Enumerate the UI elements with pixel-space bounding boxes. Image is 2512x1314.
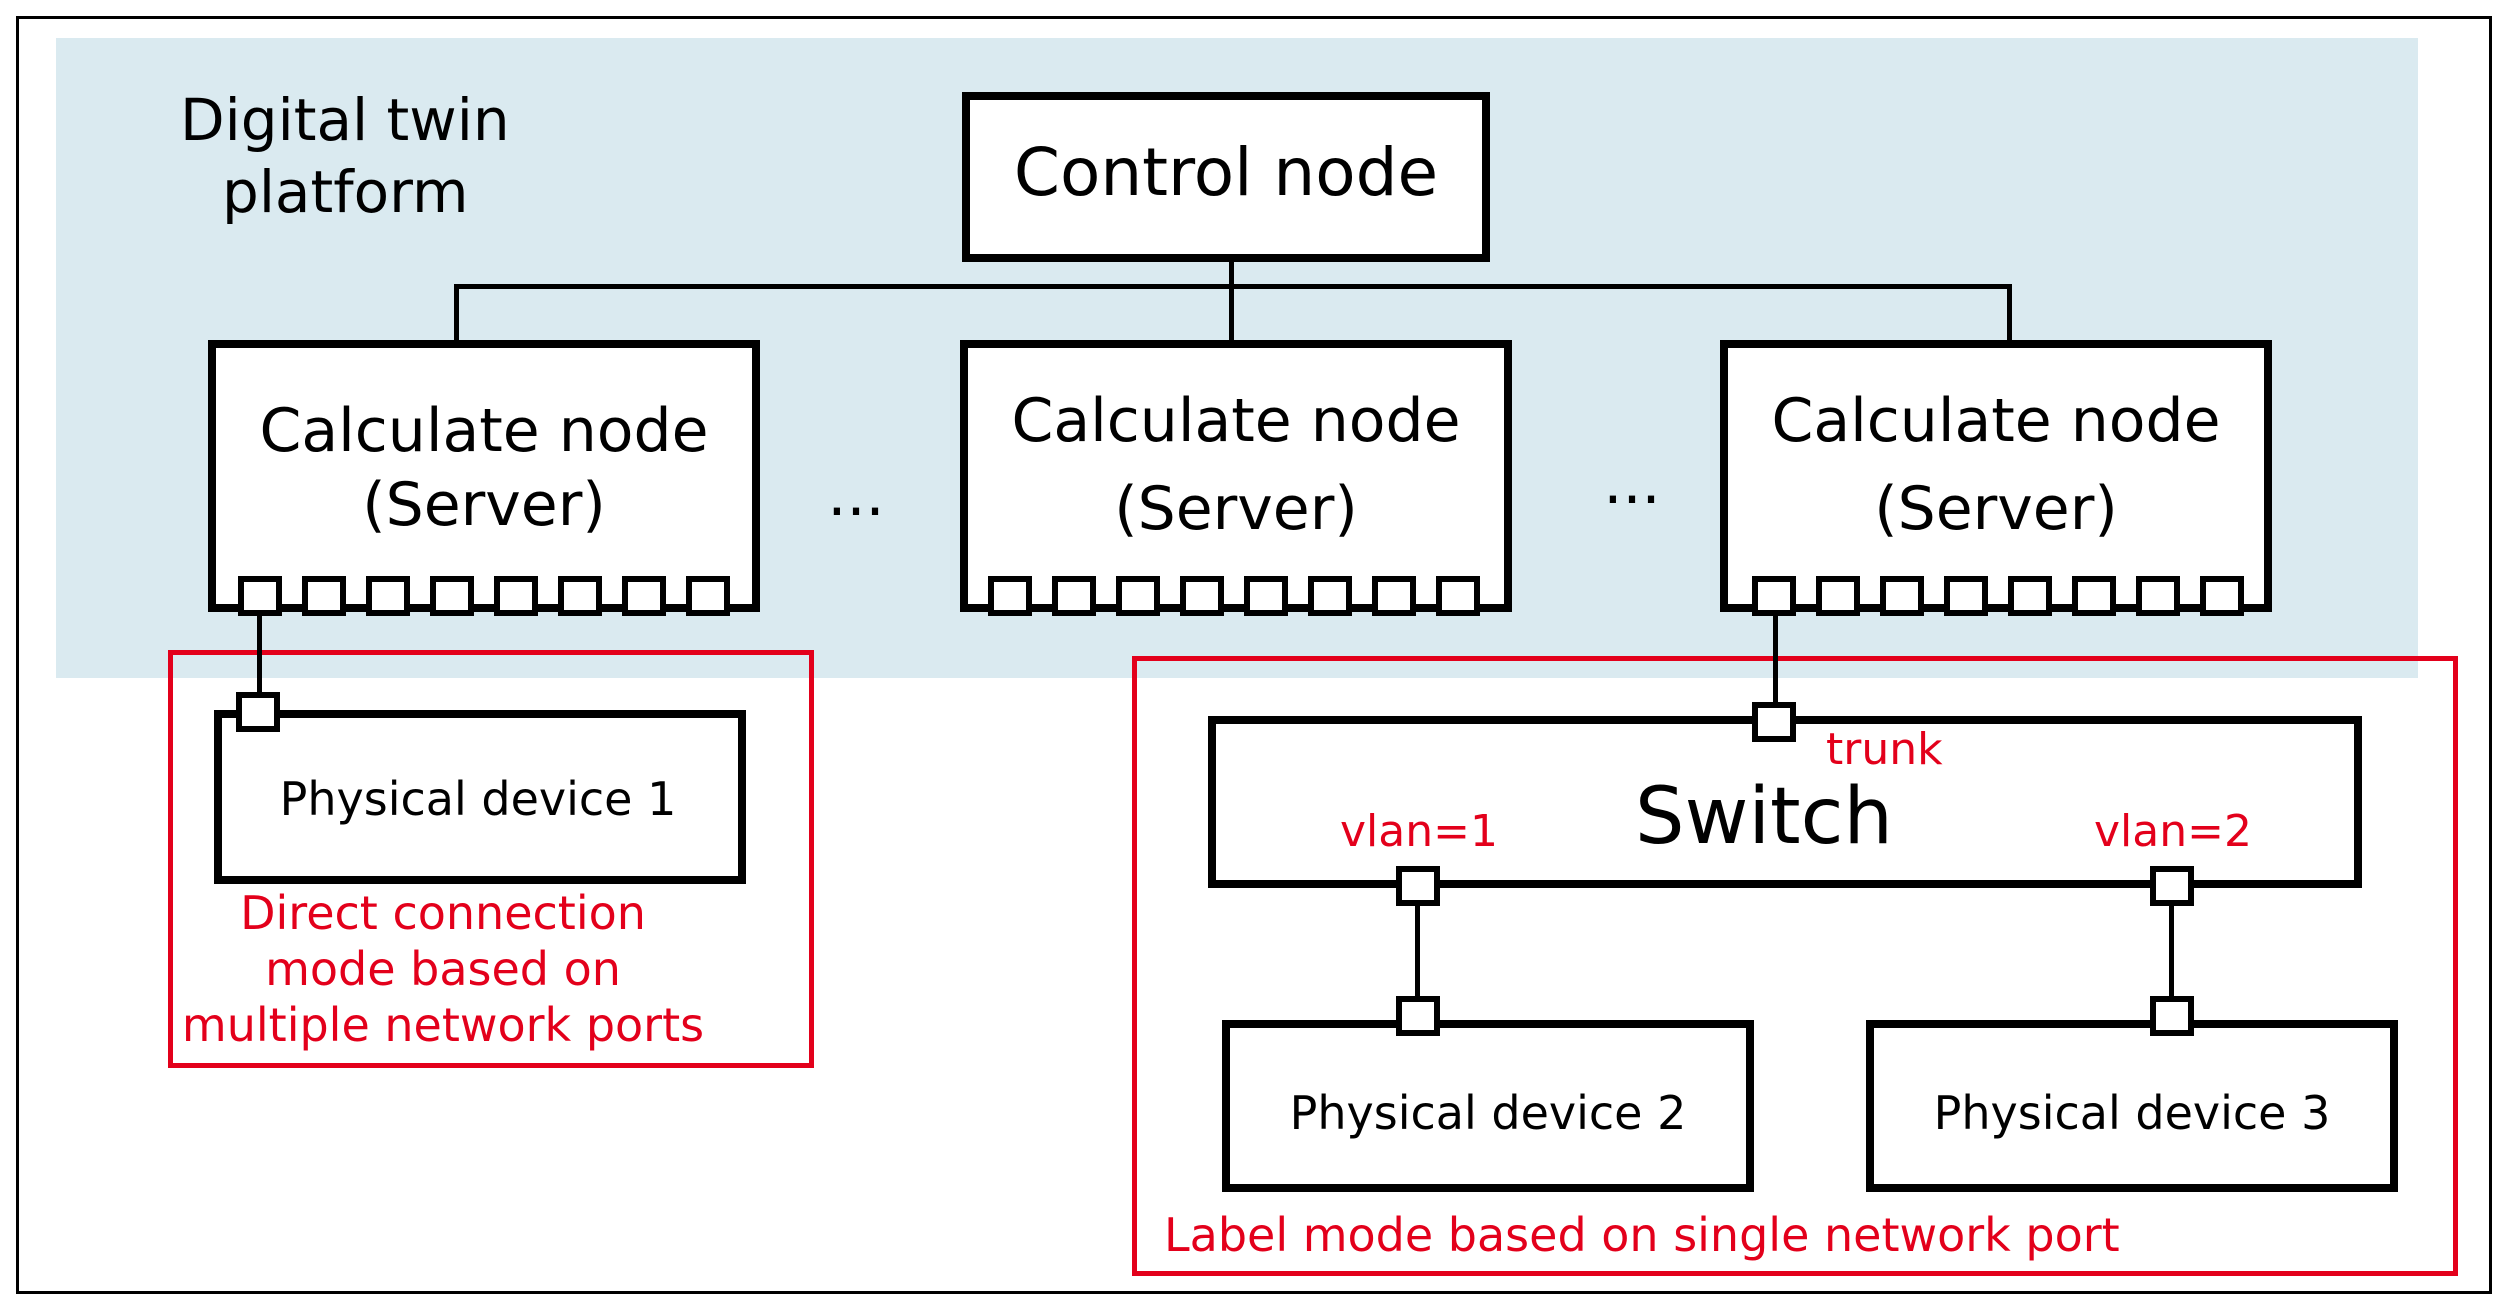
vlan2-to-device3-line [2169, 906, 2174, 1000]
network-port [366, 576, 410, 616]
network-port [2200, 576, 2244, 616]
platform-title-line1: Digital twin [180, 86, 510, 154]
network-port [1944, 576, 1988, 616]
network-port [302, 576, 346, 616]
physical-device-1 [214, 710, 746, 884]
outer-frame [16, 16, 2492, 1294]
direct-mode-caption-line2: mode based on [265, 942, 621, 996]
ellipsis-2: ... [1603, 448, 1661, 518]
physical-device-3-label: Physical device 3 [1933, 1086, 2331, 1140]
control-trunk-line [1229, 262, 1234, 342]
physical-device-2 [1222, 1020, 1754, 1192]
calculate-node-2-label-line1: Calculate node [1011, 386, 1461, 456]
switch [1208, 716, 2362, 888]
network-port [2072, 576, 2116, 616]
label-mode-region [1132, 656, 2458, 1276]
bus-drop-3 [2007, 284, 2012, 342]
calculate-node-1 [208, 340, 760, 612]
bus-drop-1 [454, 284, 459, 342]
control-node-label: Control node [1013, 134, 1439, 211]
control-bus-line [454, 284, 2012, 289]
calculate-node-3-label-line2: (Server) [1874, 474, 2118, 544]
network-port [494, 576, 538, 616]
network-port [2008, 576, 2052, 616]
network-port [430, 576, 474, 616]
network-port [988, 576, 1032, 616]
label-mode-caption: Label mode based on single network port [1164, 1208, 2120, 1262]
physical-device-1-label: Physical device 1 [279, 772, 677, 826]
direct-mode-caption-line1: Direct connection [240, 886, 646, 940]
network-port [2136, 576, 2180, 616]
calculate-node-3-label-line1: Calculate node [1771, 386, 2221, 456]
network-port [238, 576, 282, 616]
network-port [1244, 576, 1288, 616]
direct-connection-region [168, 650, 814, 1068]
calculate-node-2 [960, 340, 1512, 612]
switch-label: Switch [1635, 772, 1893, 862]
calculate-node-1-label-line2: (Server) [362, 470, 606, 540]
calculate-node-2-label-line2: (Server) [1114, 474, 1358, 544]
network-port [1752, 576, 1796, 616]
direct-mode-caption-line3: multiple network ports [181, 998, 705, 1052]
network-port [236, 692, 280, 732]
vlan2-port [2150, 866, 2194, 906]
ellipsis-1: ... [827, 460, 885, 530]
network-port [1880, 576, 1924, 616]
network-port [1116, 576, 1160, 616]
trunk-port [1752, 702, 1796, 742]
network-port [622, 576, 666, 616]
vlan1-port [1396, 866, 1440, 906]
network-port [1816, 576, 1860, 616]
trunk-label: trunk [1826, 724, 1943, 775]
vlan2-label: vlan=2 [2094, 806, 2252, 857]
network-port [1180, 576, 1224, 616]
network-port [1396, 996, 1440, 1036]
node1-to-device1-line [257, 616, 262, 694]
physical-device-3 [1866, 1020, 2398, 1192]
network-port [1308, 576, 1352, 616]
physical-device-2-label: Physical device 2 [1289, 1086, 1687, 1140]
network-port [1436, 576, 1480, 616]
network-port [686, 576, 730, 616]
network-port [2150, 996, 2194, 1036]
platform-title-line2: platform [222, 158, 469, 226]
network-port [1052, 576, 1096, 616]
calculate-node-1-label-line1: Calculate node [259, 396, 709, 466]
vlan1-label: vlan=1 [1340, 806, 1498, 857]
vlan1-to-device2-line [1415, 906, 1420, 1000]
network-port [558, 576, 602, 616]
network-port [1372, 576, 1416, 616]
calculate-node-3 [1720, 340, 2272, 612]
control-node [962, 92, 1490, 262]
node3-to-switch-line [1773, 616, 1778, 706]
